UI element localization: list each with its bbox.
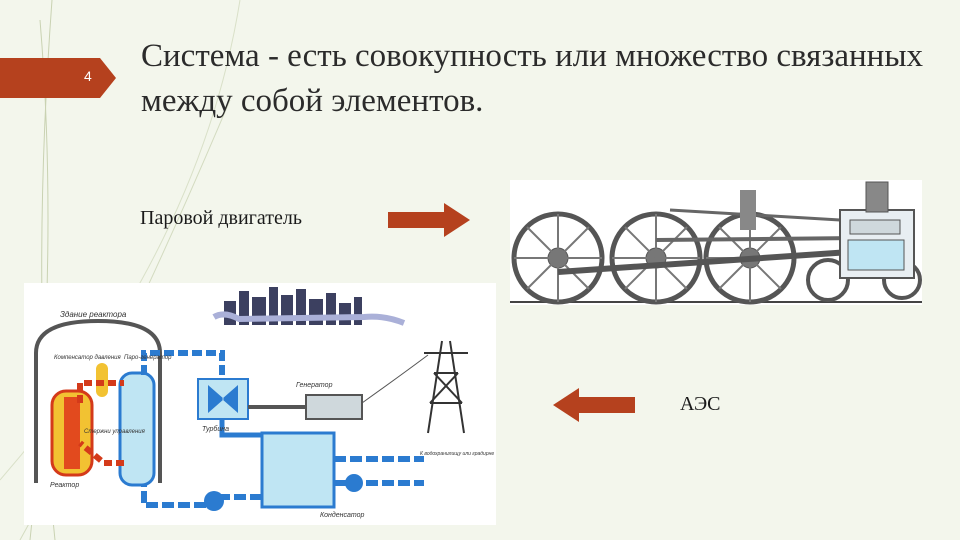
npp-label-building: Здание реактора <box>60 310 127 319</box>
arrow-right-icon <box>388 203 470 237</box>
npp-diagram-image: Здание реактора Компенсатор давления Пар… <box>24 283 496 525</box>
slide-number-tab <box>0 58 116 98</box>
npp-label-steam-generator: Паро-генератор <box>124 355 172 361</box>
slide-number: 4 <box>84 68 92 84</box>
arrow-left-icon <box>553 388 635 422</box>
steam-engine-image <box>510 180 922 305</box>
npp-label-condenser: Конденсатор <box>320 511 365 519</box>
label-npp: АЭС <box>680 393 721 415</box>
steam-engine-drawing <box>510 181 922 305</box>
npp-label-rods: Стержни управления <box>84 429 146 435</box>
npp-label-reactor: Реактор <box>50 482 79 489</box>
npp-diagram: Здание реактора Компенсатор давления Пар… <box>34 287 494 519</box>
label-steam-engine: Паровой двигатель <box>140 207 302 229</box>
npp-label-compensator: Компенсатор давления <box>54 355 121 361</box>
slide-title: Система - есть совокупность или множеств… <box>141 38 924 119</box>
npp-label-reservoir: К водохранилищу или градирне <box>420 451 494 457</box>
npp-label-generator: Генератор <box>296 382 333 389</box>
npp-label-turbine: Турбина <box>202 425 229 433</box>
